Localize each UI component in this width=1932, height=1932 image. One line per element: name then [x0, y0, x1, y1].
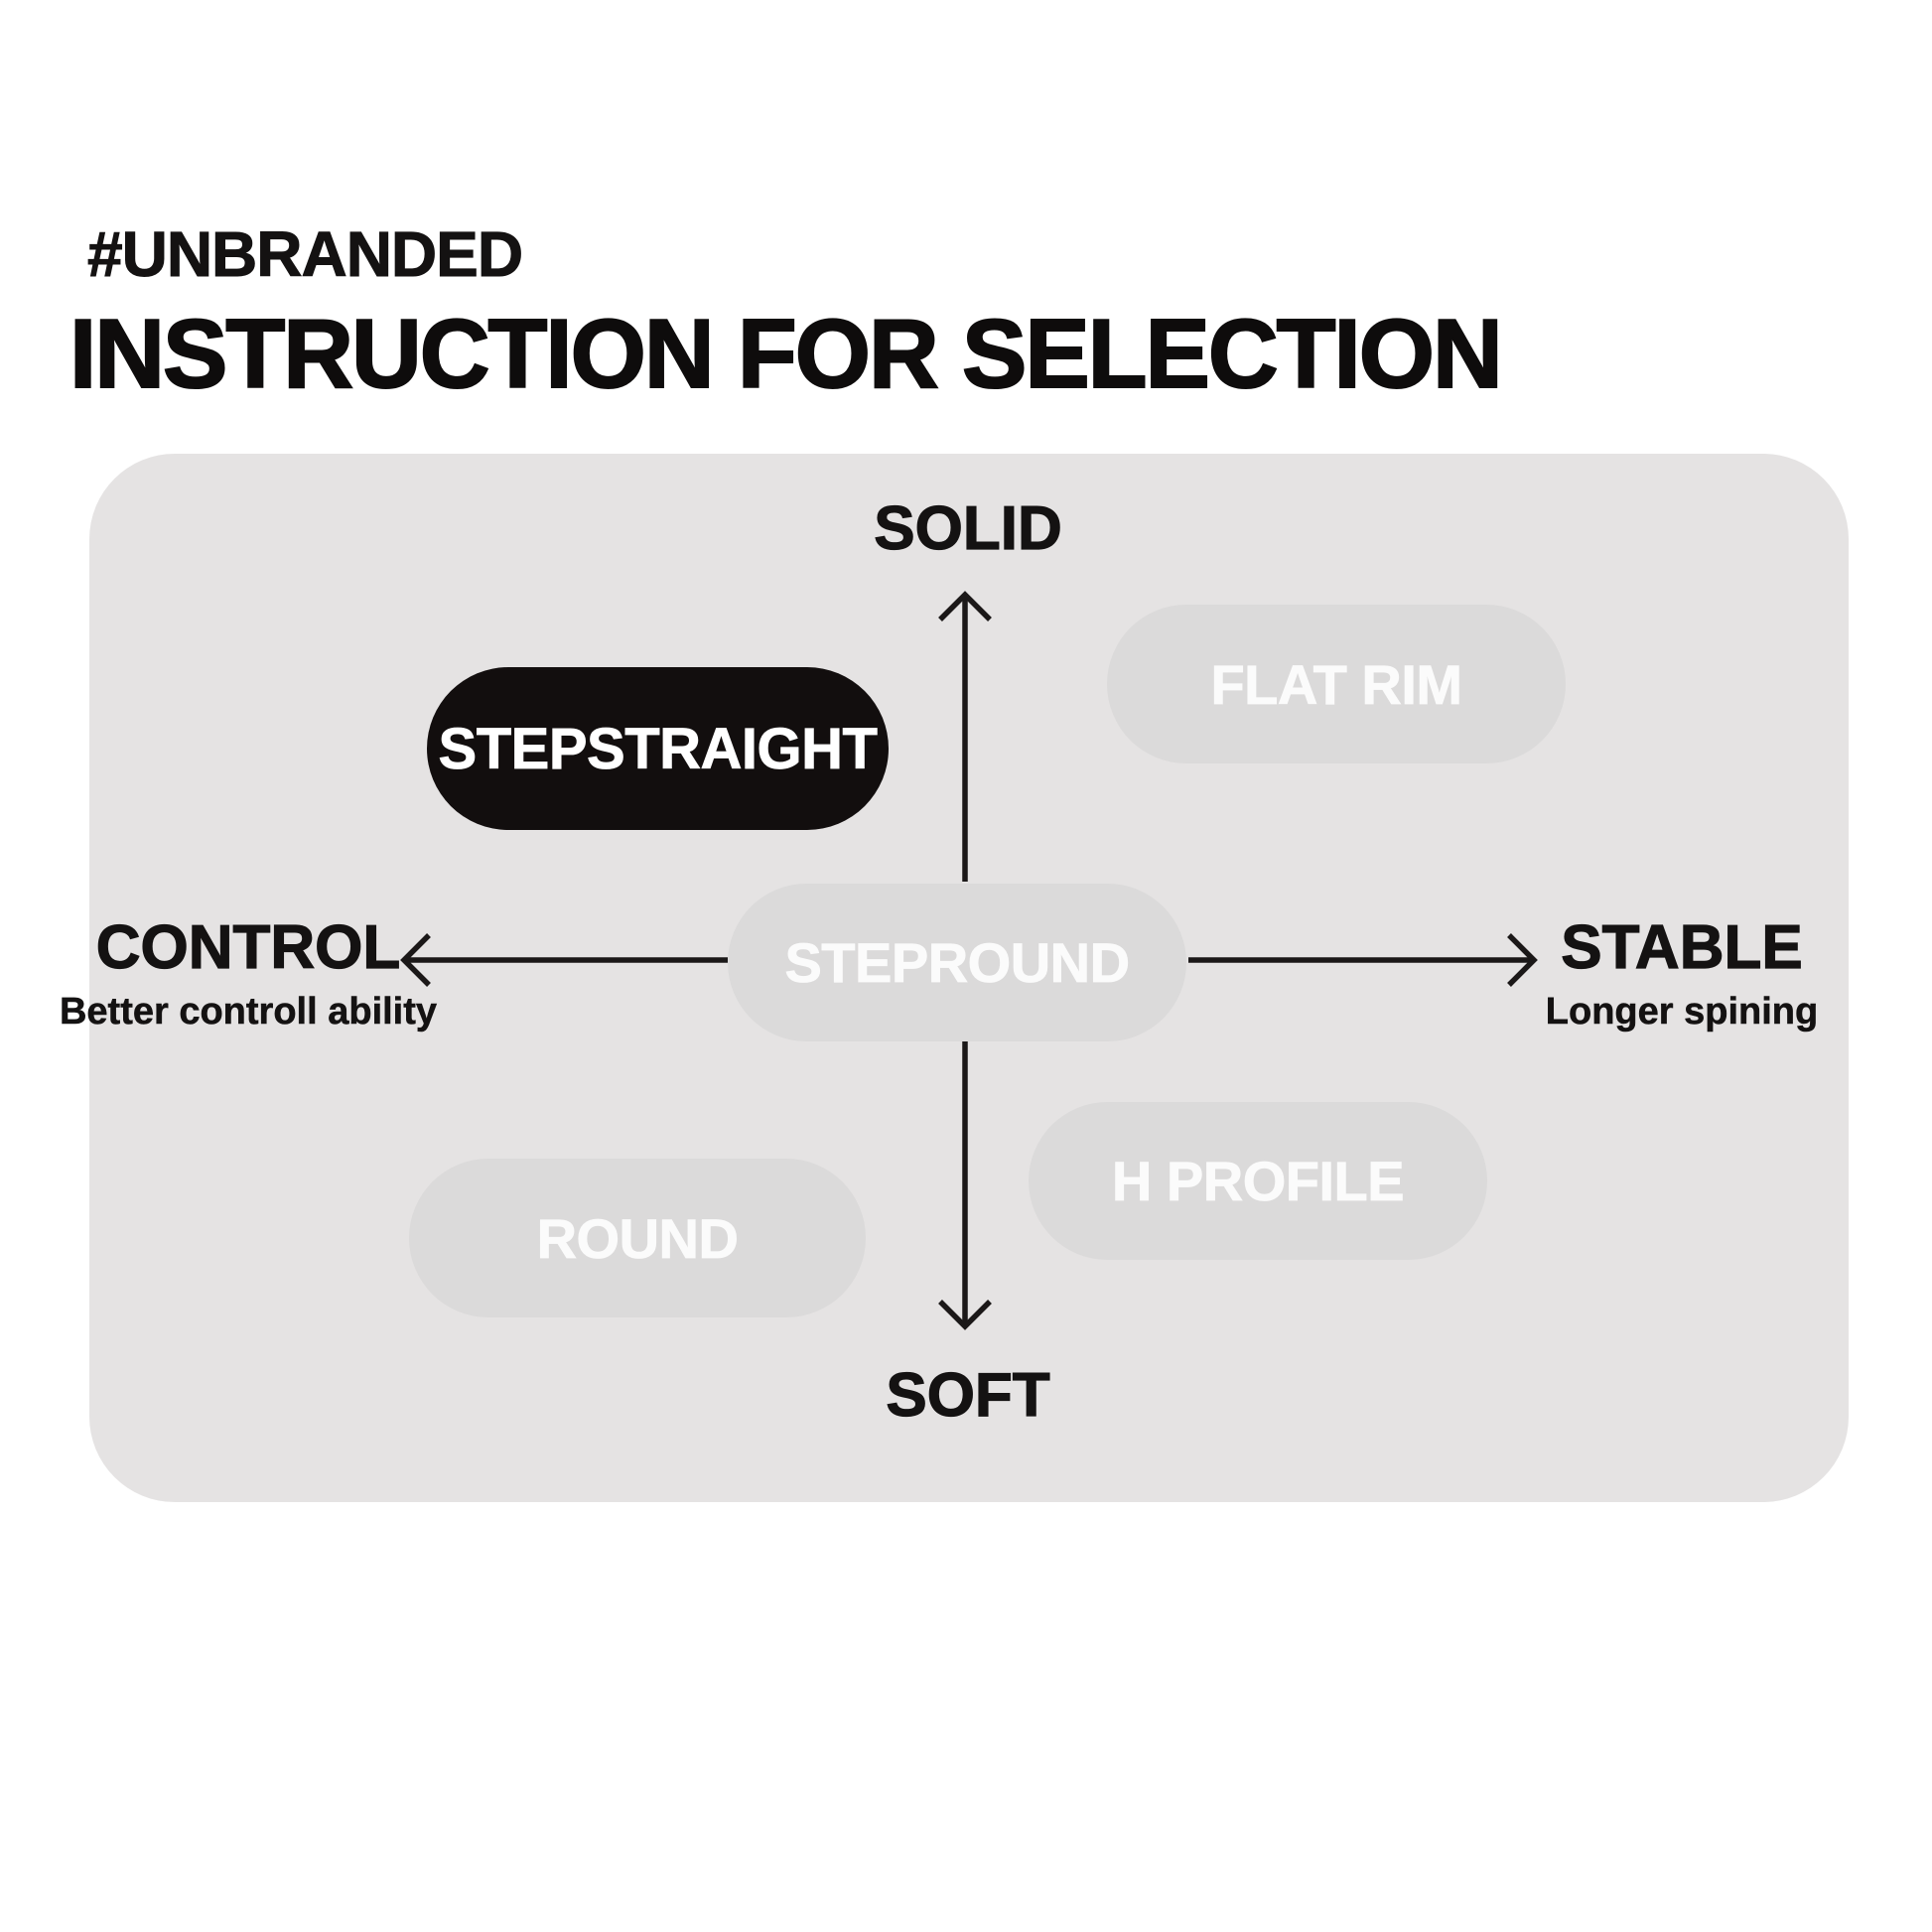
pill-stepstraight-label: STEPSTRAIGHT: [438, 716, 878, 781]
pill-h-profile: H PROFILE: [1029, 1102, 1487, 1260]
pill-stepround: STEPROUND: [728, 884, 1186, 1041]
page-title: INSTRUCTION FOR SELECTION: [69, 299, 1504, 408]
pill-round-label: ROUND: [536, 1206, 739, 1270]
axis-group-stable: STABLE Longer spining: [1545, 913, 1819, 1033]
brand-text: #UNBRANDED: [86, 218, 523, 290]
pill-flat-rim: FLAT RIM: [1107, 605, 1566, 763]
axis-label-stable: STABLE: [1561, 913, 1804, 982]
pill-round: ROUND: [409, 1159, 866, 1317]
pill-stepround-label: STEPROUND: [784, 931, 1130, 995]
axis-group-control: CONTROL Better controll ability: [59, 913, 438, 1033]
axis-sublabel-stable: Longer spining: [1545, 991, 1819, 1033]
pill-stepstraight: STEPSTRAIGHT: [427, 667, 889, 830]
pill-flat-rim-label: FLAT RIM: [1210, 652, 1462, 716]
axis-label-solid: SOLID: [874, 494, 1063, 563]
axis-label-soft: SOFT: [886, 1361, 1051, 1430]
pill-h-profile-label: H PROFILE: [1111, 1150, 1405, 1213]
axis-sublabel-control: Better controll ability: [59, 991, 438, 1033]
axis-label-control: CONTROL: [95, 913, 401, 982]
